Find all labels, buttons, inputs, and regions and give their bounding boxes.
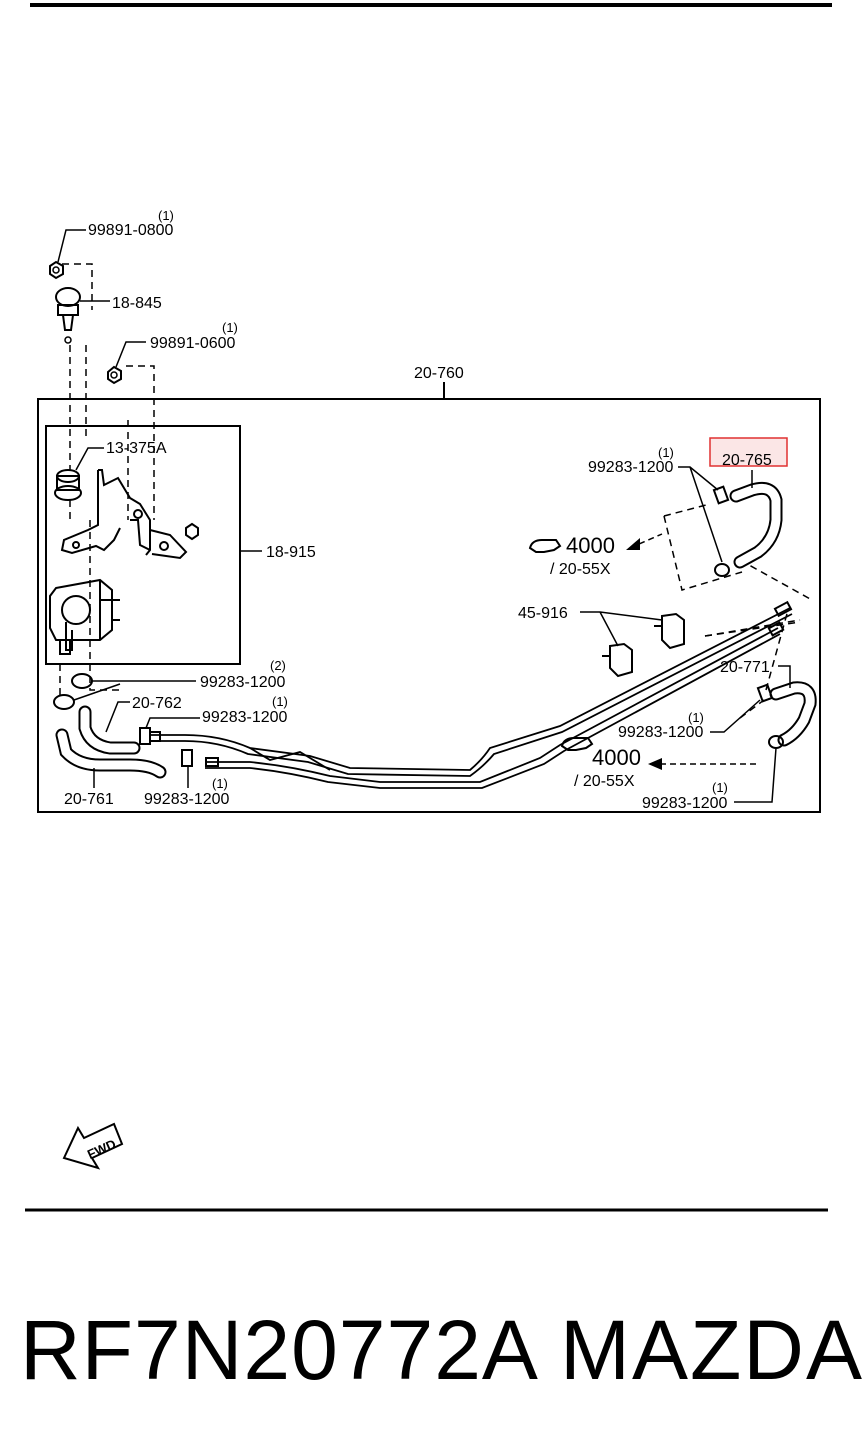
callout-13-375a: 13-375A bbox=[106, 440, 167, 457]
ref-bottom-number: 4000 bbox=[592, 745, 641, 770]
callout-99283-1200-e: 99283-1200 bbox=[144, 791, 230, 808]
pipe-ends bbox=[149, 600, 793, 767]
leader-99283-1200-f bbox=[734, 747, 777, 803]
qty-99891-0600: (1) bbox=[222, 320, 238, 335]
hand-pointer-icon bbox=[528, 539, 594, 751]
assembly-frame bbox=[37, 398, 821, 813]
callout-20-762: 20-762 bbox=[132, 695, 182, 712]
leader-99283-1200-b bbox=[710, 699, 761, 733]
fuel-pipes bbox=[150, 607, 793, 789]
callout-99283-1200-a: 99283-1200 bbox=[200, 674, 286, 691]
qty-99283-1200-f: (1) bbox=[712, 780, 728, 795]
callout-99283-1200-b: 99283-1200 bbox=[618, 724, 704, 741]
arrow-icon bbox=[626, 533, 760, 770]
callout-45-916: 45-916 bbox=[518, 605, 568, 622]
nut-99891-0600 bbox=[107, 365, 122, 385]
fuel-pump-unit bbox=[49, 578, 120, 655]
callout-18-915: 18-915 bbox=[266, 544, 316, 561]
dashed-guides bbox=[59, 263, 813, 719]
leader-99283-1200-top bbox=[678, 466, 723, 563]
callout-99891-0800: 99891-0800 bbox=[88, 222, 174, 239]
qty-99283-1200-c: (1) bbox=[272, 694, 288, 709]
footer: RF7N20772A MAZDA bbox=[0, 1290, 864, 1410]
leader-99891-0600 bbox=[115, 341, 146, 368]
callout-20-765: 20-765 bbox=[722, 452, 772, 469]
grommet-13-375a bbox=[54, 469, 82, 501]
leader-20-762 bbox=[105, 701, 130, 733]
bolt-icon bbox=[185, 522, 199, 541]
leader-45-916 bbox=[580, 611, 663, 647]
highlight-box bbox=[709, 437, 788, 467]
qty-99283-1200-e: (1) bbox=[212, 776, 228, 791]
clip-icons-top-right bbox=[712, 485, 730, 577]
callout-18-845: 18-845 bbox=[112, 295, 162, 312]
qty-99891-0800: (1) bbox=[158, 208, 174, 223]
qty-99283-1200-a: (2) bbox=[270, 658, 286, 673]
callout-20-761: 20-761 bbox=[64, 791, 114, 808]
leader-99283-1200-c bbox=[145, 717, 200, 729]
fwd-arrow-icon: FWD bbox=[62, 1122, 124, 1170]
qty-99283-1200-b: (1) bbox=[688, 710, 704, 725]
callout-99283-1200-c: 99283-1200 bbox=[202, 709, 288, 726]
callout-99891-0600: 99891-0600 bbox=[150, 335, 236, 352]
nut-99891-0800 bbox=[49, 260, 64, 280]
qty-99283-1200-top: (1) bbox=[658, 445, 674, 460]
brand-name: MAZDA bbox=[560, 1303, 864, 1397]
leader-99283-1200-a2 bbox=[73, 683, 121, 701]
subassembly-frame bbox=[45, 425, 241, 665]
leader-20-771 bbox=[778, 665, 791, 688]
callout-99283-1200-top: 99283-1200 bbox=[588, 459, 674, 476]
callout-20-771: 20-771 bbox=[720, 659, 770, 676]
part-number: RF7N20772A bbox=[20, 1303, 539, 1397]
ref-bottom-code: / 20-55X bbox=[574, 773, 635, 790]
callout-99283-1200-f: 99283-1200 bbox=[642, 795, 728, 812]
bracket-assembly bbox=[60, 469, 188, 560]
regulator-18-845 bbox=[55, 287, 81, 344]
bracket-45-916 bbox=[602, 612, 685, 678]
leader-13-375a bbox=[75, 447, 104, 471]
leader-99891-0800 bbox=[57, 229, 86, 263]
ref-top-number: 4000 bbox=[566, 533, 615, 558]
ref-top-code: / 20-55X bbox=[550, 561, 611, 578]
callout-20-760: 20-760 bbox=[414, 365, 464, 382]
